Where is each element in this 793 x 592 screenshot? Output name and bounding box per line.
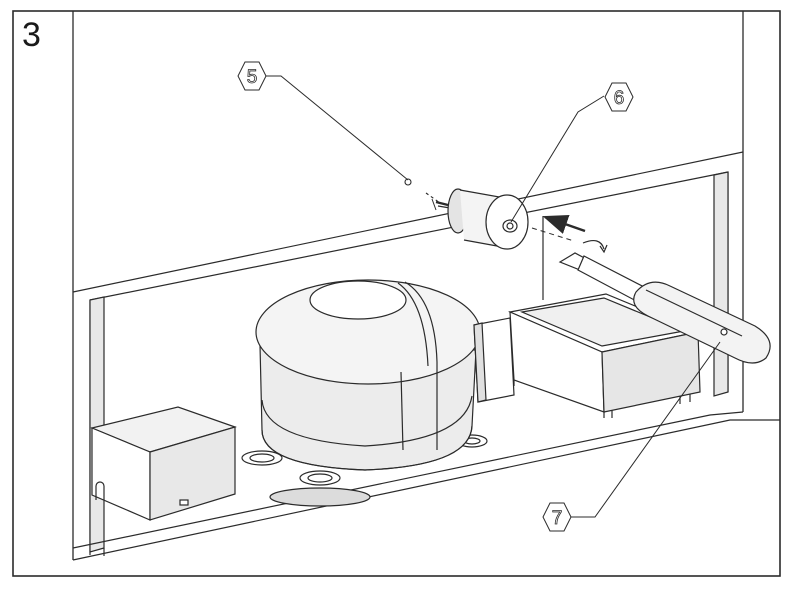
callout-5: 5 <box>237 61 267 91</box>
compressor <box>241 279 515 507</box>
callout-7-label: 7 <box>552 508 563 529</box>
callout-6: 6 <box>604 82 634 112</box>
relay-cover-part <box>437 188 529 250</box>
callout-5-label: 5 <box>247 67 258 88</box>
drain-tray <box>507 293 701 418</box>
step-number: 3 <box>22 16 41 54</box>
rotation-arrow <box>582 239 608 254</box>
screw-part <box>404 178 449 211</box>
screwdriver-part <box>558 252 771 364</box>
insertion-arrow <box>531 214 586 242</box>
electrical-box <box>90 406 237 521</box>
callout-7: 7 <box>542 502 572 532</box>
callout-6-label: 6 <box>614 88 625 109</box>
leader-lines <box>264 75 721 518</box>
